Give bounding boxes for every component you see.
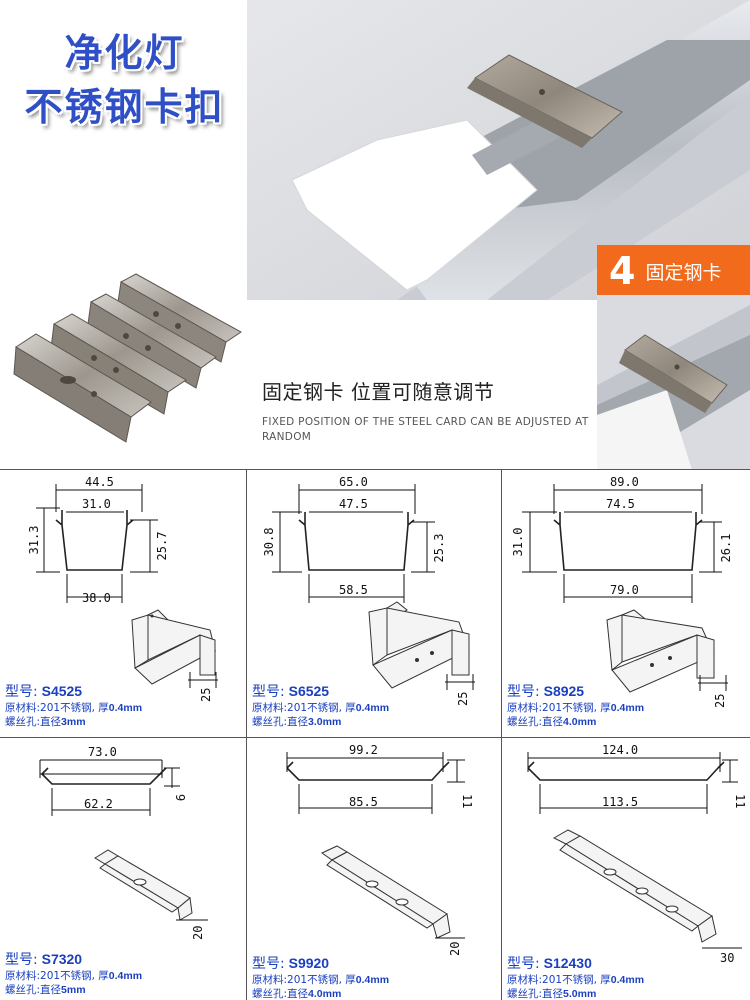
dim-depth: 20 <box>191 926 205 940</box>
dim-inner-top: 74.5 <box>606 497 635 511</box>
dim-bottom-width: 38.0 <box>82 591 111 605</box>
dim-bottom-width: 62.2 <box>84 797 113 811</box>
spec-info: 型号: S12430 原材料:201不锈钢, 厚0.4mm 螺丝孔:直径5.0m… <box>507 955 645 1000</box>
dim-top-width: 65.0 <box>339 475 368 489</box>
caption-english: FIXED POSITION OF THE STEEL CARD CAN BE … <box>262 416 589 443</box>
dim-bottom-width: 85.5 <box>349 795 378 809</box>
dim-depth: 25 <box>456 692 470 706</box>
clip-3d-sketch <box>368 601 475 690</box>
dim-top-width: 89.0 <box>610 475 639 489</box>
dimension-drawing: 44.5 31.0 38.0 31.3 25.7 25 <box>27 475 218 702</box>
spec-card-s4525: 44.5 31.0 38.0 31.3 25.7 25 型号: S4525 原材… <box>0 470 247 738</box>
dim-top-width: 99.2 <box>349 743 378 757</box>
dim-bottom-width: 113.5 <box>602 795 638 809</box>
spec-info: 型号: S7320 原材料:201不锈钢, 厚0.4mm 螺丝孔:直径5mm <box>5 951 143 996</box>
hero-section: 净化灯 不锈钢卡扣 <box>0 0 750 470</box>
spec-card-s6525: 65.0 47.5 58.5 30.8 25.3 25 型号: S6525 原材… <box>247 470 502 738</box>
model-number: S12430 <box>543 955 592 971</box>
spec-info: 型号: S4525 原材料:201不锈钢, 厚0.4mm 螺丝孔:直径3mm <box>5 683 143 728</box>
dimension-drawing: 65.0 47.5 58.5 30.8 25.3 25 <box>262 475 475 706</box>
dim-height: 9 <box>173 794 187 801</box>
spec-card-s12430: 124.0 113.5 11 30 型号: S12430 原材料:201不锈钢,… <box>502 738 750 1000</box>
dim-top-width: 124.0 <box>602 743 638 757</box>
dim-depth: 30 <box>720 951 734 965</box>
dim-depth: 25 <box>713 694 727 708</box>
dimension-drawing: 89.0 74.5 79.0 31.0 26.1 25 <box>511 475 733 708</box>
dim-bottom-width: 58.5 <box>339 583 368 597</box>
dim-height: 11 <box>733 794 747 808</box>
title-line-2: 不锈钢卡扣 <box>24 85 225 129</box>
fixed-clip-badge: 4 固定钢卡 <box>597 245 750 297</box>
dim-inner-top: 31.0 <box>82 497 111 511</box>
clip-3d-sketch <box>606 609 728 693</box>
spec-card-s9920: 99.2 85.5 11 20 型号: S9920 原材料:201不锈钢, 厚0… <box>247 738 502 1000</box>
spec-card-s8925: 89.0 74.5 79.0 31.0 26.1 25 型号: S8925 原材… <box>502 470 750 738</box>
title-line-1: 净化灯 <box>64 31 185 75</box>
dim-bottom-width: 79.0 <box>610 583 639 597</box>
spec-card-s7320: 73.0 62.2 9 20 型号: S7320 原材料:201不锈钢, 厚0.… <box>0 738 247 1000</box>
clip-detail-photo <box>597 295 750 470</box>
clip-3d-sketch <box>94 849 208 921</box>
clip-3d-sketch <box>321 845 465 939</box>
model-number: S6525 <box>288 683 330 699</box>
dim-right-height: 25.3 <box>432 534 446 563</box>
dim-right-height: 26.1 <box>719 534 733 563</box>
dim-left-height: 30.8 <box>262 528 276 557</box>
dim-right-height: 25.7 <box>155 532 169 561</box>
badge-number: 4 <box>609 249 636 293</box>
dim-top-width: 44.5 <box>85 475 114 489</box>
dim-inner-top: 47.5 <box>339 497 368 511</box>
dim-height: 11 <box>460 794 474 808</box>
clip-3d-sketch <box>131 609 218 688</box>
model-number: S4525 <box>41 683 83 699</box>
dimension-drawing: 124.0 113.5 11 30 <box>527 743 747 965</box>
clip-3d-sketch <box>552 829 742 949</box>
product-title: 净化灯 不锈钢卡扣 <box>12 26 237 134</box>
dim-depth: 20 <box>448 942 462 956</box>
caption-chinese: 固定钢卡 位置可随意调节 <box>262 380 495 404</box>
model-number: S9920 <box>288 955 330 971</box>
spec-info: 型号: S6525 原材料:201不锈钢, 厚0.4mm 螺丝孔:直径3.0mm <box>252 683 390 728</box>
dim-left-height: 31.0 <box>511 528 525 557</box>
dim-top-width: 73.0 <box>88 745 117 759</box>
dim-depth: 25 <box>199 688 213 702</box>
spec-info: 型号: S9920 原材料:201不锈钢, 厚0.4mm 螺丝孔:直径4.0mm <box>252 955 390 1000</box>
model-number: S7320 <box>41 951 83 967</box>
spec-info: 型号: S8925 原材料:201不锈钢, 厚0.4mm 螺丝孔:直径4.0mm <box>507 683 645 728</box>
dimension-drawing: 73.0 62.2 9 20 <box>39 745 208 940</box>
badge-text: 固定钢卡 <box>645 261 722 284</box>
spec-grid: 44.5 31.0 38.0 31.3 25.7 25 型号: S4525 原材… <box>0 469 750 1000</box>
lamp-clip-photo <box>247 0 750 300</box>
clips-stack-photo <box>13 273 242 443</box>
dimension-drawing: 99.2 85.5 11 20 <box>286 743 474 956</box>
dim-left-height: 31.3 <box>27 526 41 555</box>
model-number: S8925 <box>543 683 585 699</box>
